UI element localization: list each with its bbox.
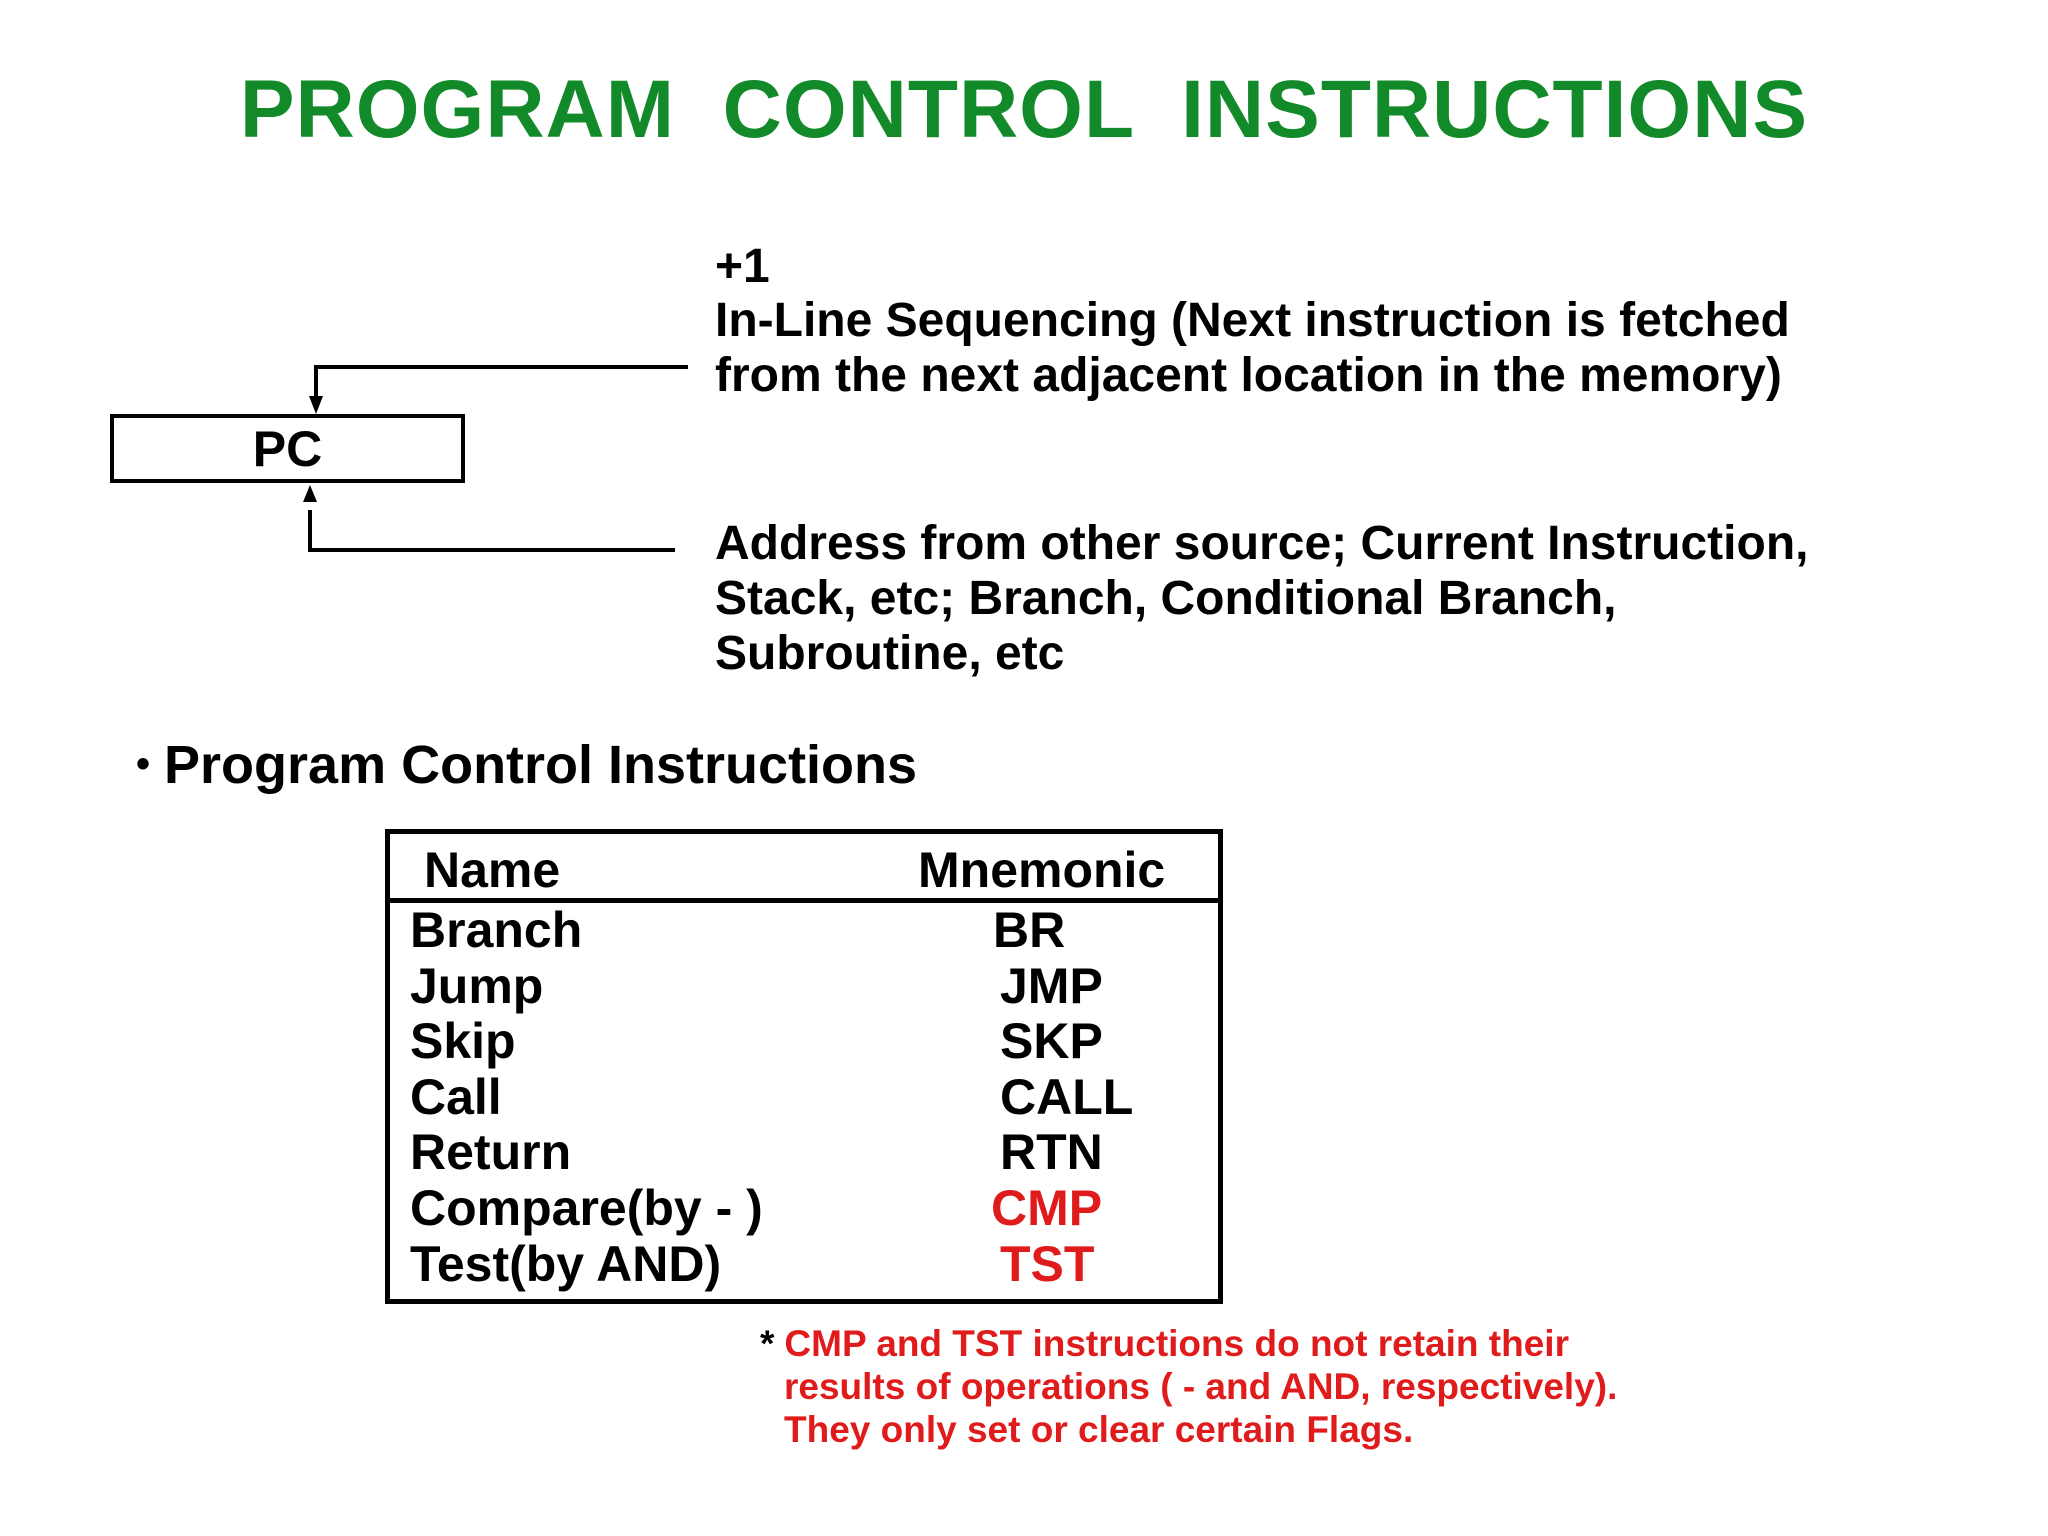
- section-heading-text: Program Control Instructions: [164, 735, 918, 795]
- footnote-line-1: *CMP and TST instructions do not retain …: [760, 1322, 1617, 1365]
- footnote-line-3: They only set or clear certain Flags.: [784, 1409, 1414, 1450]
- other-source-line-3: Subroutine, etc: [715, 627, 1065, 680]
- bullet-point: •: [136, 742, 151, 786]
- table-cell-mnemonic: CALL: [1000, 1069, 1134, 1125]
- table-cell-name: Compare(by - ): [410, 1180, 763, 1236]
- table-cell-mnemonic: SKP: [1000, 1013, 1103, 1069]
- table-cell-name: Jump: [410, 958, 544, 1014]
- table-cell-name: Return: [410, 1124, 572, 1180]
- inline-increment-label: +1: [715, 240, 770, 293]
- table-cell-mnemonic: BR: [993, 902, 1066, 958]
- table-cell-name: Skip: [410, 1013, 516, 1069]
- other-source-feed-line: [308, 510, 675, 552]
- footnote-text-1: CMP and TST instructions do not retain t…: [784, 1323, 1569, 1364]
- footnote-marker: *: [760, 1323, 775, 1364]
- footnote-line-2: results of operations ( - and AND, respe…: [784, 1366, 1618, 1407]
- table-cell-mnemonic: JMP: [1000, 958, 1103, 1014]
- table-cell-name: Branch: [410, 902, 583, 958]
- table-cell-name: Test(by AND): [410, 1236, 722, 1292]
- other-source-line-1: Address from other source; Current Instr…: [715, 517, 1809, 570]
- pc-register-box: PC: [110, 414, 465, 483]
- table-cell-mnemonic: CMP: [991, 1180, 1103, 1236]
- table-cell-mnemonic: TST: [1000, 1236, 1095, 1292]
- pc-register-label: PC: [252, 420, 323, 477]
- column-header-mnemonic: Mnemonic: [918, 842, 1166, 898]
- other-source-line-2: Stack, etc; Branch, Conditional Branch,: [715, 572, 1617, 625]
- inline-sequencing-line-2: from the next adjacent location in the m…: [715, 349, 1782, 402]
- instruction-table: Name Mnemonic Branch BR Jump JMP Skip SKP Call…: [385, 829, 1223, 1304]
- table-header-divider: [390, 898, 1218, 903]
- section-heading: • Program Control Instructions: [136, 732, 917, 797]
- inline-sequencing-line-1: In-Line Sequencing (Next instruction is …: [715, 294, 1790, 347]
- slide-title: PROGRAM CONTROL INSTRUCTIONS: [239, 64, 1809, 155]
- other-source-arrowhead-up: [303, 485, 317, 502]
- inline-feed-line: [314, 365, 688, 398]
- table-cell-mnemonic: RTN: [1000, 1124, 1103, 1180]
- footnote: *CMP and TST instructions do not retain …: [760, 1322, 1617, 1451]
- table-cell-name: Call: [410, 1069, 502, 1125]
- column-header-name: Name: [424, 842, 561, 898]
- inline-arrowhead-down: [309, 396, 323, 414]
